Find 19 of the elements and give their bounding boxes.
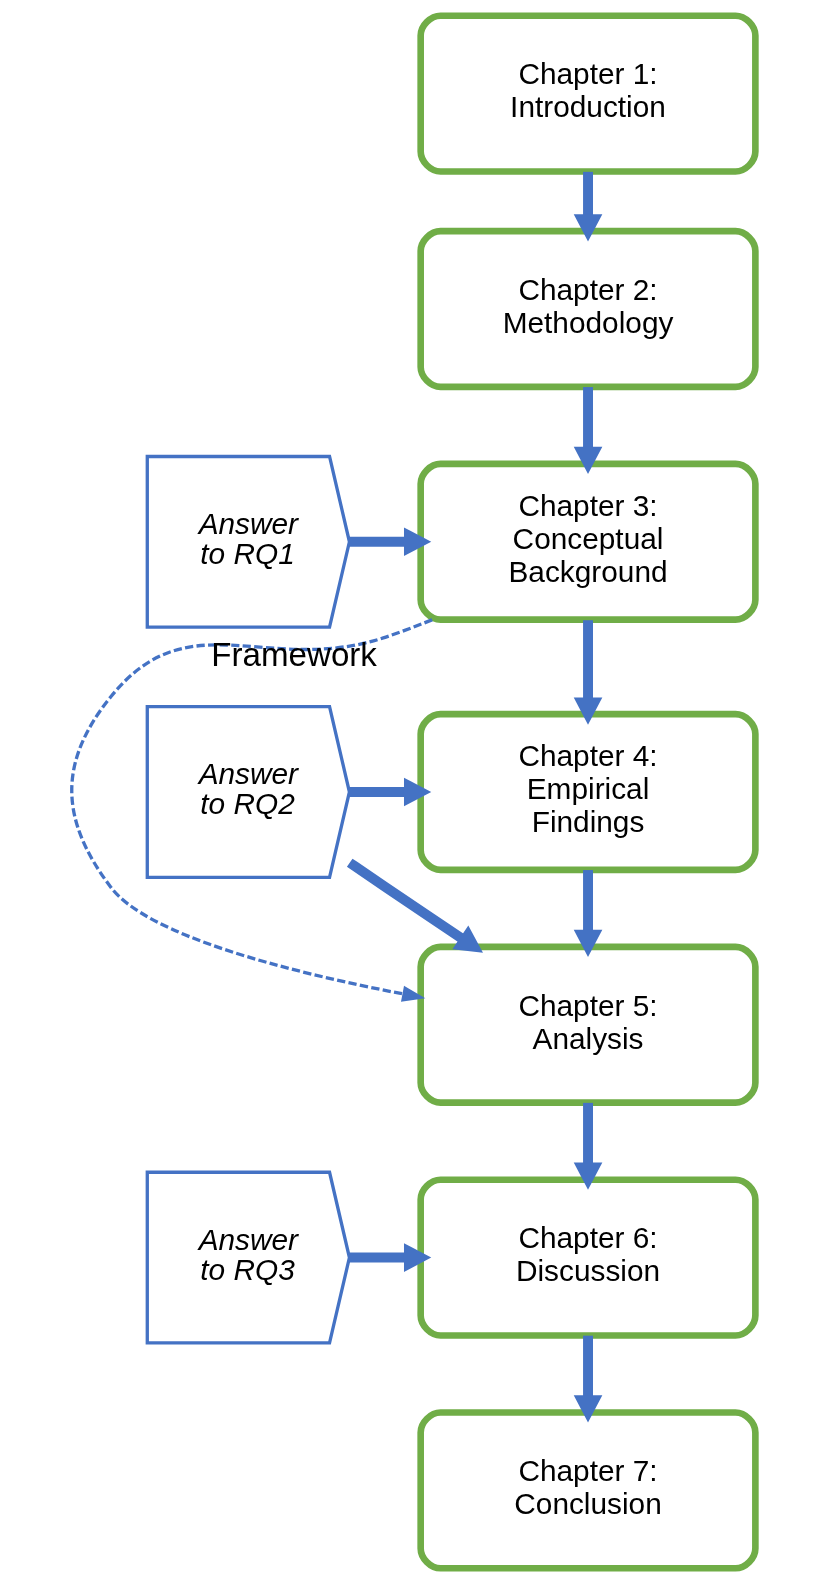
arrow	[573, 620, 603, 725]
arrow	[573, 387, 603, 474]
arrow	[70, 618, 433, 1002]
arrow	[349, 777, 432, 807]
arrow	[573, 1102, 603, 1190]
arrow	[573, 171, 603, 242]
arrow	[349, 1243, 432, 1272]
arrow	[573, 1335, 603, 1423]
edge-label: Framework	[211, 636, 377, 674]
node-box: Chapter 7: Conclusion	[417, 1409, 759, 1572]
node-box: Chapter 1: Introduction	[417, 12, 759, 175]
node-box: Chapter 6: Discussion	[417, 1176, 759, 1339]
node-box: Chapter 5: Analysis	[417, 943, 759, 1106]
arrow	[346, 858, 483, 953]
arrow	[573, 870, 603, 957]
node-box: Chapter 4: Empirical Findings	[417, 710, 759, 874]
node-box: Chapter 2: Methodology	[417, 227, 759, 391]
arrow	[349, 527, 432, 557]
node-box: Chapter 3: Conceptual Background	[417, 460, 759, 623]
